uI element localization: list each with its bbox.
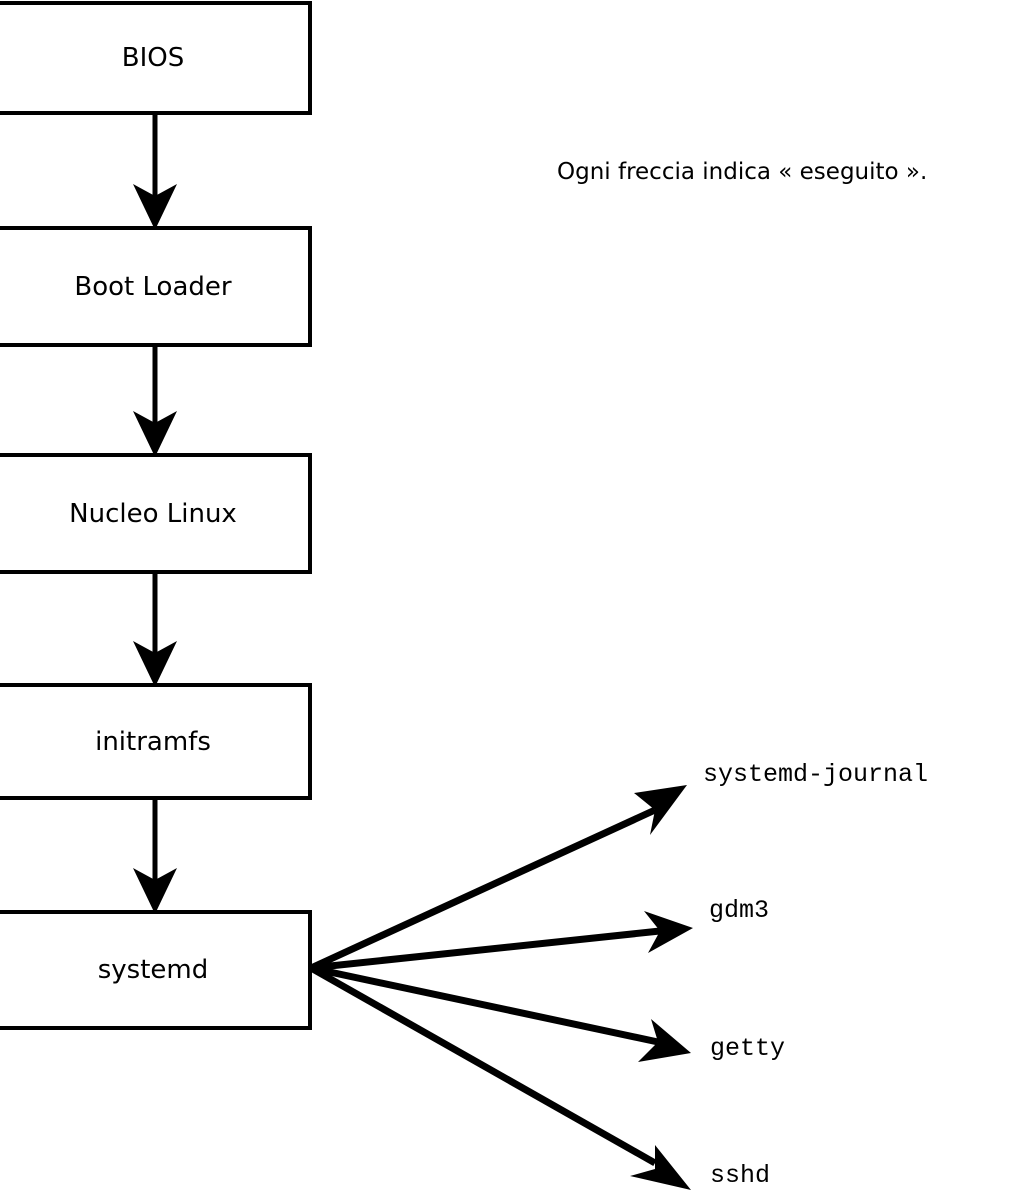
box-group-boot-loader[interactable] (0, 226, 312, 347)
box-bios[interactable] (0, 1, 312, 115)
box-initramfs[interactable] (0, 683, 312, 800)
box-systemd[interactable] (0, 910, 312, 1030)
box-group-initramfs[interactable] (0, 683, 312, 800)
process-label-sshd: sshd (710, 1161, 771, 1190)
process-label-systemd-journal: systemd-journal (703, 760, 929, 789)
arrow-systemd-to-getty (310, 964, 691, 1062)
box-nucleo-linux[interactable] (0, 453, 312, 574)
arrow-boot-loader-to-nucleo-linux (133, 345, 177, 457)
box-group-nucleo-linux[interactable] (0, 453, 312, 574)
box-group-systemd[interactable] (0, 910, 312, 1030)
arrow-nucleo-linux-to-initramfs (133, 572, 177, 687)
arrow-systemd-to-sshd (309, 964, 691, 1190)
process-label-getty: getty (710, 1034, 786, 1063)
process-label-gdm3: gdm3 (709, 896, 770, 925)
box-boot-loader[interactable] (0, 226, 312, 347)
arrow-initramfs-to-systemd (133, 798, 177, 914)
annotation-note: Ogni freccia indica « eseguito ». (557, 159, 928, 185)
arrow-bios-to-boot-loader (133, 113, 177, 230)
box-group-bios[interactable] (0, 1, 312, 115)
arrow-systemd-to-systemd-journal (309, 785, 687, 972)
arrow-systemd-to-gdm3 (310, 911, 693, 972)
